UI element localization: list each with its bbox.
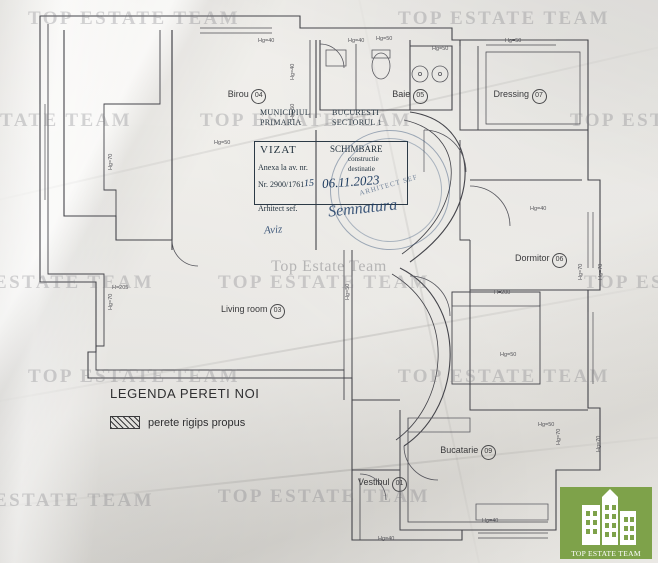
legend-hatch-swatch bbox=[110, 416, 140, 429]
room-number: 07 bbox=[531, 89, 547, 104]
dimension-label: Hg=70 bbox=[556, 428, 562, 445]
room-name: Living room bbox=[220, 304, 268, 314]
stamp-vizat-label: VIZAT bbox=[260, 144, 297, 156]
brand-logo: TOP ESTATE TEAM bbox=[560, 487, 652, 559]
dimension-label: H=200 bbox=[494, 290, 511, 296]
dimension-label: Hg=40 bbox=[378, 536, 395, 542]
room-name: Dormitor bbox=[514, 253, 550, 263]
dimension-label: Hg=70 bbox=[108, 153, 114, 170]
dimension-label: Hg=40 bbox=[348, 38, 365, 44]
dimension-label: H=205 bbox=[112, 285, 129, 291]
room-number: 01 bbox=[392, 477, 408, 492]
dimension-label: Hg=70 bbox=[108, 293, 114, 310]
logo-text: TOP ESTATE TEAM bbox=[571, 549, 641, 558]
stamp-header-right: BUCURESTI SECTORUL 1 bbox=[332, 108, 382, 128]
stamp-header-left: MUNICIPIUL PRIMARIA bbox=[260, 108, 310, 128]
room-label: Living room 03 bbox=[218, 303, 288, 319]
dimension-label: Hg=50 bbox=[214, 140, 231, 146]
stamp-nr-label: Nr. 2900/1761 bbox=[258, 180, 305, 189]
room-name: Dressing bbox=[493, 89, 529, 99]
room-name: Bucatarie bbox=[440, 445, 479, 455]
room-number: 05 bbox=[412, 89, 428, 104]
stamp-anexa-label: Anexa la av. nr. bbox=[258, 163, 308, 172]
dimension-label: Hg=70 bbox=[578, 263, 584, 280]
dimension-label: Hg=50 bbox=[345, 283, 351, 300]
room-label: Dressing 07 bbox=[490, 88, 550, 104]
stamp-handwritten-small: 15 bbox=[303, 177, 315, 190]
dimension-label: Hg=50 bbox=[505, 38, 522, 44]
stamp-constructie-label: constructie bbox=[348, 155, 379, 163]
stamp-arhitect-label: Arhitect sef. bbox=[258, 204, 298, 213]
stamp-header-left-line2: PRIMARIA bbox=[260, 118, 302, 127]
approval-stamp: MUNICIPIUL PRIMARIA BUCURESTI SECTORUL 1… bbox=[248, 108, 413, 243]
room-number: 03 bbox=[270, 304, 286, 319]
legend-item: perete rigips propus bbox=[110, 416, 245, 429]
room-name: Birou bbox=[227, 89, 249, 99]
room-number: 09 bbox=[480, 445, 496, 460]
room-name: Baie bbox=[392, 89, 411, 99]
room-label: Vestibul 01 bbox=[358, 476, 408, 492]
dimension-label: Hg=70 bbox=[596, 435, 602, 452]
room-label: Baie 05 bbox=[390, 88, 430, 104]
stamp-destinatie-label: destinatie bbox=[348, 165, 375, 173]
room-number: 06 bbox=[552, 253, 568, 268]
dimension-label: Hg=50 bbox=[538, 422, 555, 428]
room-label: Dormitor 06 bbox=[512, 252, 570, 268]
stamp-signature-secondary: Aviz bbox=[263, 223, 283, 237]
dimension-label: Hg=70 bbox=[598, 263, 604, 280]
room-label: Birou 04 bbox=[222, 88, 272, 104]
stamp-header-right-line1: BUCURESTI bbox=[332, 108, 380, 117]
stamp-header-left-line1: MUNICIPIUL bbox=[260, 108, 311, 117]
stamp-header-right-line2: SECTORUL 1 bbox=[332, 118, 382, 127]
dimension-label: Hg=50 bbox=[376, 36, 393, 42]
dimension-label: Hg=40 bbox=[258, 38, 275, 44]
logo-building-icon bbox=[560, 487, 652, 559]
room-number: 04 bbox=[251, 89, 267, 104]
dimension-label: Hg=40 bbox=[530, 206, 547, 212]
dimension-label: Hg=50 bbox=[432, 46, 449, 52]
legend-title: LEGENDA PERETI NOI bbox=[110, 386, 260, 401]
dimension-label: Hg=50 bbox=[500, 352, 517, 358]
room-name: Vestibul bbox=[358, 477, 390, 487]
room-label: Bucatarie 09 bbox=[440, 444, 496, 460]
legend-item-label: perete rigips propus bbox=[148, 416, 246, 429]
dimension-label: Hg=40 bbox=[482, 518, 499, 524]
dimension-label: Hg=40 bbox=[290, 63, 296, 80]
stamp-box bbox=[254, 141, 408, 205]
stamp-schimbare-label: SCHIMBARE bbox=[330, 144, 383, 154]
